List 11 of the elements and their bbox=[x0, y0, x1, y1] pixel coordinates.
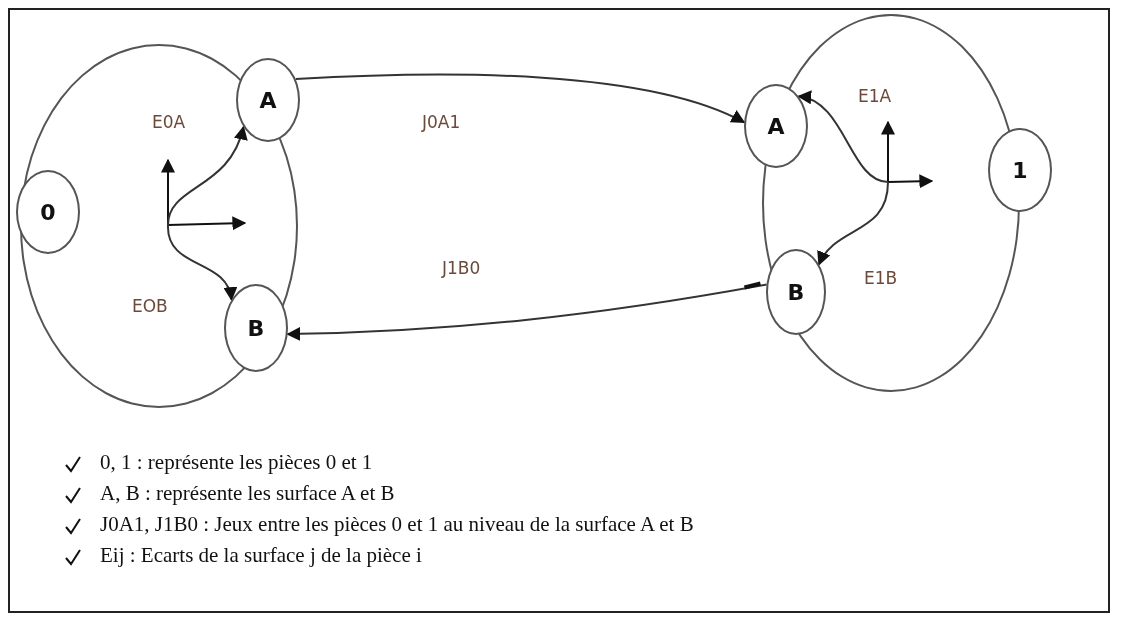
legend-note: A, B : représente les surface A et B bbox=[100, 481, 395, 506]
surface-circle: A bbox=[744, 84, 808, 168]
edge-label: J1B0 bbox=[440, 258, 483, 278]
legend-note: 0, 1 : représente les pièces 0 et 1 bbox=[100, 450, 373, 475]
part-circle: 1 bbox=[988, 128, 1052, 212]
legend-note: Eij : Ecarts de la surface j de la pièce i bbox=[100, 543, 422, 568]
arrow bbox=[294, 73, 746, 124]
arrow bbox=[286, 281, 768, 341]
arrow bbox=[797, 92, 889, 183]
legend-note: J0A1, J1B0 : Jeux entre les pièces 0 et 1 au niveau de la surface A et B bbox=[100, 512, 694, 537]
arrow bbox=[818, 181, 889, 266]
